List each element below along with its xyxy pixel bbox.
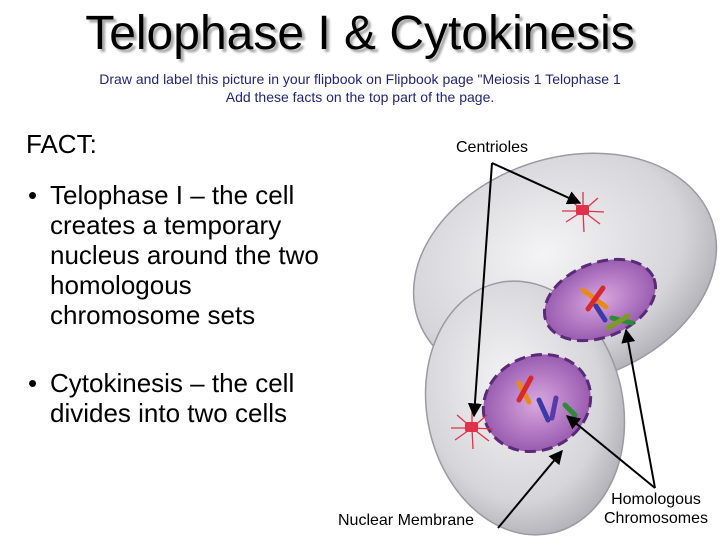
bullet-text: Cytokinesis – the cell divides into two …	[50, 368, 295, 428]
nuclear-membrane-pointer	[497, 449, 563, 529]
lower-centriole	[451, 409, 494, 450]
label-homologous-line-2: Chromosomes	[603, 510, 709, 527]
upper-chromosomes	[580, 285, 635, 331]
bullet-marker: •	[28, 368, 38, 398]
fact-heading: FACT:	[26, 129, 97, 159]
slide-title: Telophase I & Cytokinesis	[85, 7, 635, 60]
instructions-line-1: Draw and label this picture in your flip…	[99, 71, 621, 87]
bullet-cytokinesis: • Cytokinesis – the cell divides into tw…	[28, 368, 333, 438]
centriole-pointer-upper	[491, 162, 582, 205]
upper-centriole	[562, 192, 605, 233]
bullet-telophase: • Telophase I – the cell creates a tempo…	[28, 180, 333, 340]
homologous-pointer-lower	[565, 415, 656, 489]
label-homologous-line-1: Homologous	[611, 491, 701, 508]
homologous-pointer-upper	[621, 328, 656, 489]
lower-chromosomes	[516, 375, 578, 423]
lower-nucleus	[481, 352, 593, 454]
label-centrioles: Centrioles	[456, 139, 529, 156]
instructions-text: Draw and label this picture in your flip…	[40, 70, 680, 106]
upper-nucleus	[542, 257, 658, 343]
label-homologous-chromosomes: Homologous Chromosomes	[595, 490, 717, 528]
bullet-text: Telophase I – the cell creates a tempora…	[50, 180, 319, 330]
bullet-marker: •	[28, 180, 38, 210]
pointer-lines	[467, 162, 656, 529]
centriole-pointer-lower	[467, 162, 493, 418]
label-nuclear-membrane: Nuclear Membrane	[338, 512, 475, 529]
upper-cell	[412, 152, 718, 388]
instructions-line-2: Add these facts on the top part of the p…	[225, 89, 495, 105]
